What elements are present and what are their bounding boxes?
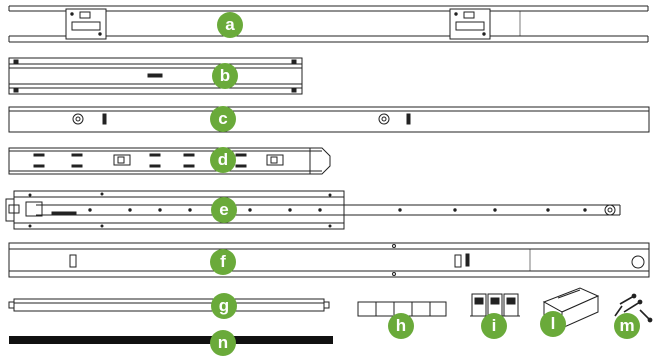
- label-n: n: [210, 330, 236, 356]
- label-b: b: [212, 63, 238, 89]
- part-d-rail: [8, 147, 331, 175]
- part-b-rail: [8, 57, 303, 95]
- part-f-rail: [8, 242, 650, 278]
- label-d: d: [210, 147, 236, 173]
- label-a: a: [217, 12, 243, 38]
- part-g-rod: [8, 298, 330, 312]
- label-h: h: [388, 313, 414, 339]
- label-c: c: [210, 106, 236, 132]
- label-g: g: [211, 293, 237, 319]
- part-a-rail: [8, 5, 649, 43]
- label-i: i: [481, 313, 507, 339]
- part-n-bar: [9, 336, 333, 344]
- part-m-screws: [614, 293, 653, 323]
- part-e-rail: [5, 190, 621, 230]
- part-c-rail: [8, 106, 650, 133]
- label-f: f: [210, 249, 236, 275]
- label-l: l: [540, 311, 566, 337]
- label-e: e: [211, 197, 237, 223]
- label-m: m: [614, 313, 640, 339]
